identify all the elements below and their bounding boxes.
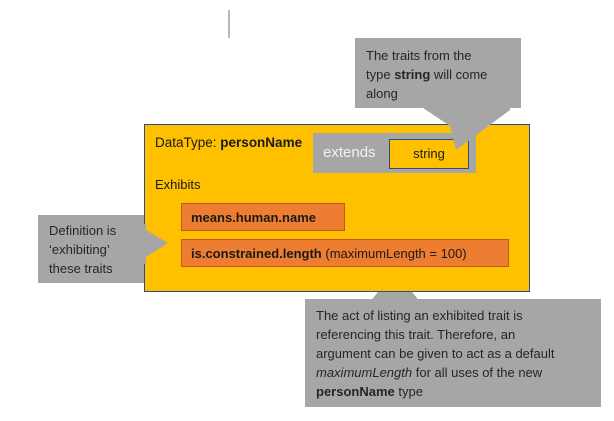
trait-name: is.constrained.length xyxy=(191,246,322,261)
callout-bottom-line1: The act of listing an exhibited trait is xyxy=(316,308,523,323)
trait-chip-is-constrained-length[interactable]: is.constrained.length (maximumLength = 1… xyxy=(181,239,509,267)
callout-left-line2: ‘exhibiting’ xyxy=(49,242,110,257)
callout-bottom-line2: referencing this trait. Therefore, an xyxy=(316,327,516,342)
exhibits-label: Exhibits xyxy=(155,177,201,192)
callout-top-text: The traits from the type string will com… xyxy=(366,46,516,103)
panel-title-name: personName xyxy=(220,135,303,150)
callout-bottom-text: The act of listing an exhibited trait is… xyxy=(316,306,596,401)
callout-top-line1: The traits from the xyxy=(366,48,472,63)
extends-type-label: string xyxy=(413,146,445,161)
panel-title: DataType: personName xyxy=(155,135,302,151)
callout-left-line3: these traits xyxy=(49,261,113,276)
callout-bottom-line3: argument can be given to act as a defaul… xyxy=(316,346,555,361)
trait-args: (maximumLength = 100) xyxy=(321,246,467,261)
callout-top-line3: along xyxy=(366,86,398,101)
callout-top-line2-pre: type xyxy=(366,67,395,82)
trait-chip-text: is.constrained.length (maximumLength = 1… xyxy=(191,246,467,262)
trait-chip-text: means.human.name xyxy=(191,210,316,226)
callout-bottom-line4-post: for all uses of the new xyxy=(412,365,543,380)
callout-left-tail xyxy=(136,224,170,264)
callout-bottom-line5-bold: personName xyxy=(316,384,395,399)
callout-top: The traits from the type string will com… xyxy=(355,38,521,108)
callout-top-line2-post: will come xyxy=(430,67,488,82)
callout-bottom-line4-italic: maximumLength xyxy=(316,365,413,380)
callout-bottom-line5-post: type xyxy=(394,384,423,399)
trait-chip-means-human-name[interactable]: means.human.name xyxy=(181,203,345,231)
callout-left-line1: Definition is xyxy=(49,223,117,238)
callout-left-text: Definition is ‘exhibiting’ these traits xyxy=(49,221,141,278)
callout-bottom: The act of listing an exhibited trait is… xyxy=(305,299,601,407)
panel-title-prefix: DataType: xyxy=(155,135,221,150)
extends-label: extends xyxy=(323,144,376,161)
datatype-panel: DataType: personName Exhibits extends st… xyxy=(144,124,530,292)
trait-name: means.human.name xyxy=(191,210,316,225)
callout-top-line2-bold: string xyxy=(394,67,431,82)
callout-left: Definition is ‘exhibiting’ these traits xyxy=(38,215,144,283)
top-tick-mark xyxy=(228,10,230,38)
callout-top-tail xyxy=(420,106,510,152)
